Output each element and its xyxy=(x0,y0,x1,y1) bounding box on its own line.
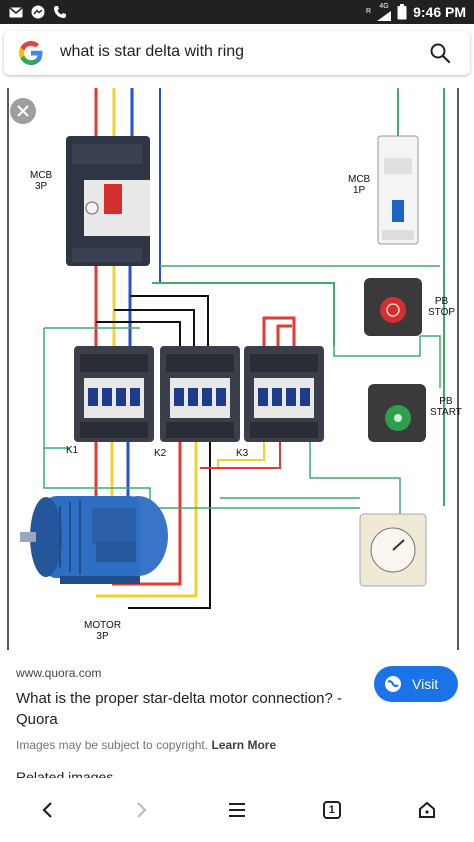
mcb-3p xyxy=(66,136,150,266)
wiring-diagram-image[interactable]: MCB 3P MCB 1P PB STOP PB START K1 K2 K3 … xyxy=(0,88,474,650)
back-icon xyxy=(42,802,53,818)
visit-button[interactable]: Visit xyxy=(374,666,458,702)
status-bar: R 4G 9:46 PM xyxy=(0,0,474,24)
search-icon[interactable] xyxy=(428,41,452,65)
k1-label: K1 xyxy=(66,445,79,456)
clock: 9:46 PM xyxy=(413,4,466,20)
gmail-icon xyxy=(8,4,24,20)
mcb-1p xyxy=(377,135,419,245)
timer-relay xyxy=(359,513,427,587)
learn-more-link[interactable]: Learn More xyxy=(211,738,277,752)
tabs-button[interactable]: 1 xyxy=(312,790,352,830)
tabs-icon xyxy=(322,801,341,819)
signal-icon xyxy=(377,11,392,21)
google-logo-icon xyxy=(19,41,43,65)
close-image-button[interactable] xyxy=(10,98,36,124)
home-button[interactable] xyxy=(407,790,447,830)
k2-label: K2 xyxy=(154,448,167,459)
contactor-k2 xyxy=(160,346,240,442)
related-images-heading: Related images xyxy=(16,770,114,778)
wiring-diagram xyxy=(0,88,474,650)
home-icon xyxy=(418,801,435,818)
phone-icon xyxy=(52,4,68,20)
forward-button[interactable] xyxy=(122,790,162,830)
tab-count: 1 xyxy=(328,804,335,816)
messenger-icon xyxy=(30,4,46,20)
network-type: 4G xyxy=(379,3,389,10)
copyright-notice: Images may be subject to copyright. Lear… xyxy=(16,738,276,752)
motor-label: MOTOR 3P xyxy=(84,620,122,642)
mcb-1p-label: MCB 1P xyxy=(348,174,371,196)
pb-stop xyxy=(364,278,422,336)
search-header: what is star delta with ring xyxy=(0,24,474,82)
source-url: www.quora.com xyxy=(16,666,102,680)
forward-icon xyxy=(137,802,147,818)
pb-start-label: PB START xyxy=(430,396,462,418)
close-icon xyxy=(17,105,29,117)
contactor-k3 xyxy=(244,346,324,442)
copyright-text: Images may be subject to copyright. xyxy=(16,738,209,752)
roaming-indicator: R xyxy=(366,8,372,15)
menu-button[interactable] xyxy=(217,790,257,830)
search-input[interactable]: what is star delta with ring xyxy=(4,31,470,75)
pb-stop-label: PB STOP xyxy=(428,296,456,318)
pb-start xyxy=(368,384,426,442)
search-query: what is star delta with ring xyxy=(60,43,245,60)
menu-icon xyxy=(228,803,245,817)
motor-3p xyxy=(20,496,168,584)
bottom-navigation: 1 xyxy=(0,778,474,842)
mcb-3p-label: MCB 3P xyxy=(30,170,53,192)
contactor-k1 xyxy=(74,346,154,442)
battery-icon xyxy=(397,4,407,20)
k3-label: K3 xyxy=(236,448,249,459)
result-title[interactable]: What is the proper star-delta motor conn… xyxy=(16,690,342,728)
back-button[interactable] xyxy=(27,790,67,830)
globe-icon xyxy=(385,676,401,692)
visit-label: Visit xyxy=(412,676,439,692)
